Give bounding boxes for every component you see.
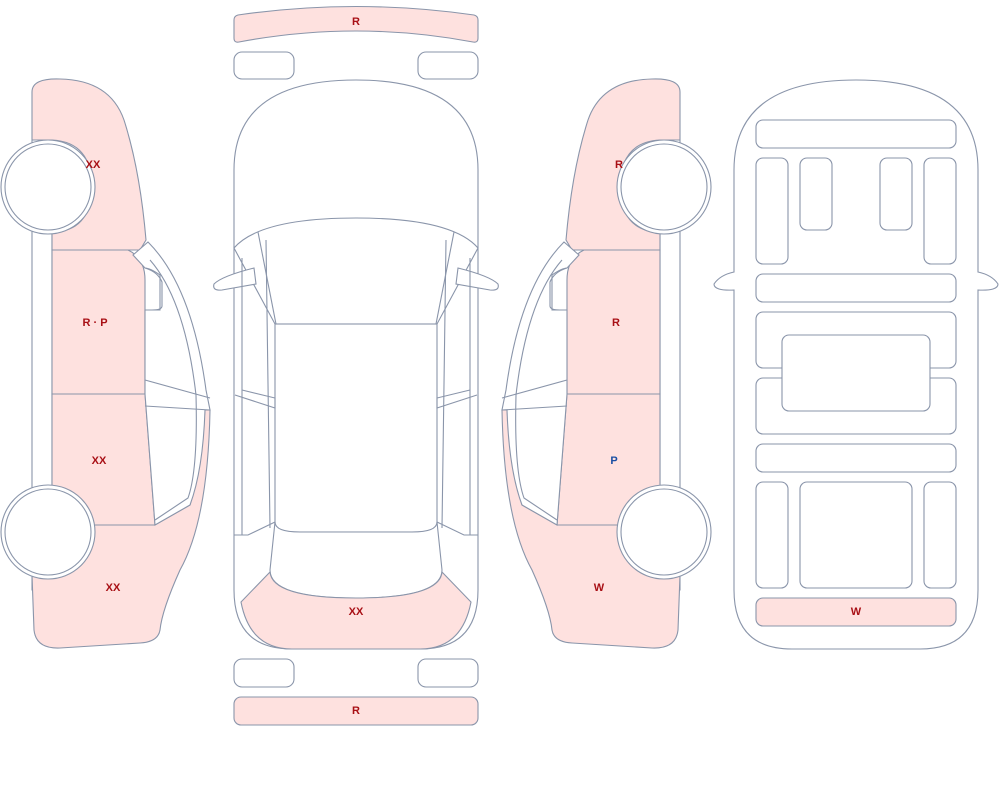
windshield [233, 217, 479, 325]
right-window-frame [501, 241, 580, 526]
underbody-front-bar [755, 119, 957, 149]
b-pillar-left [234, 389, 276, 409]
damage-labels: R R XX XX R · P XX XX R R P W W [82, 16, 861, 717]
left-rear-quarter-label: XX [106, 582, 121, 594]
rear-right-tire [417, 658, 479, 688]
left-window-inner [149, 259, 197, 521]
right-window-inner [515, 259, 563, 521]
left-rear-wheel-inner [4, 488, 92, 576]
underbody-front-left-block [755, 157, 789, 265]
left-window-frame [132, 241, 211, 526]
underbody-rear-center [799, 481, 913, 589]
left-front-door-label: R · P [82, 317, 107, 329]
rear-left-tire [233, 658, 295, 688]
right-rear-door-label: P [610, 455, 617, 467]
right-window-line [441, 239, 471, 535]
front-bumper-label: R [352, 16, 360, 28]
right-front-door-label: R [612, 317, 620, 329]
hood-panel[interactable] [240, 570, 472, 650]
mirror-left [213, 267, 257, 291]
front-bumper-panel[interactable] [233, 5, 479, 43]
underbody-front-mid-right [879, 157, 913, 231]
right-front-fender-label: R [615, 159, 623, 171]
underbody-rear-panel[interactable] [755, 597, 957, 627]
rear-pillar-right [436, 521, 478, 536]
front-right-tire [417, 51, 479, 80]
b-pillar-right [436, 389, 478, 409]
front-left-tire [233, 51, 295, 80]
top-view [213, 5, 499, 726]
underbody-rear-left-block [755, 481, 789, 589]
underbody-crossmember-1 [755, 273, 957, 303]
underbody-view [713, 79, 999, 650]
right-front-wheel-inner [620, 143, 708, 231]
right-rear-quarter-label: W [594, 582, 605, 594]
underbody-front-right-block [923, 157, 957, 265]
underbody-center-plate [781, 334, 931, 412]
roof [274, 323, 438, 533]
underbody-rear-label: W [851, 606, 862, 618]
left-front-fender-label: XX [86, 159, 101, 171]
left-window-line [241, 239, 271, 535]
left-side-view [0, 78, 211, 649]
underbody-rear-right-block [923, 481, 957, 589]
right-mirror [549, 267, 568, 311]
right-side-view [501, 78, 712, 649]
right-b-pillar [501, 379, 568, 411]
underbody-crossmember-2 [755, 443, 957, 473]
rear-bumper-panel[interactable] [233, 696, 479, 726]
left-rear-door-label: XX [92, 455, 107, 467]
left-b-pillar [144, 379, 211, 411]
rear-window [269, 521, 443, 599]
left-front-wheel-inner [4, 143, 92, 231]
right-rear-wheel-inner [620, 488, 708, 576]
hood-label: XX [349, 606, 364, 618]
left-mirror [144, 267, 163, 311]
rear-bumper-label: R [352, 705, 360, 717]
mirror-right [455, 267, 499, 291]
rear-pillar-left [234, 521, 276, 536]
underbody-front-mid-left [799, 157, 833, 231]
